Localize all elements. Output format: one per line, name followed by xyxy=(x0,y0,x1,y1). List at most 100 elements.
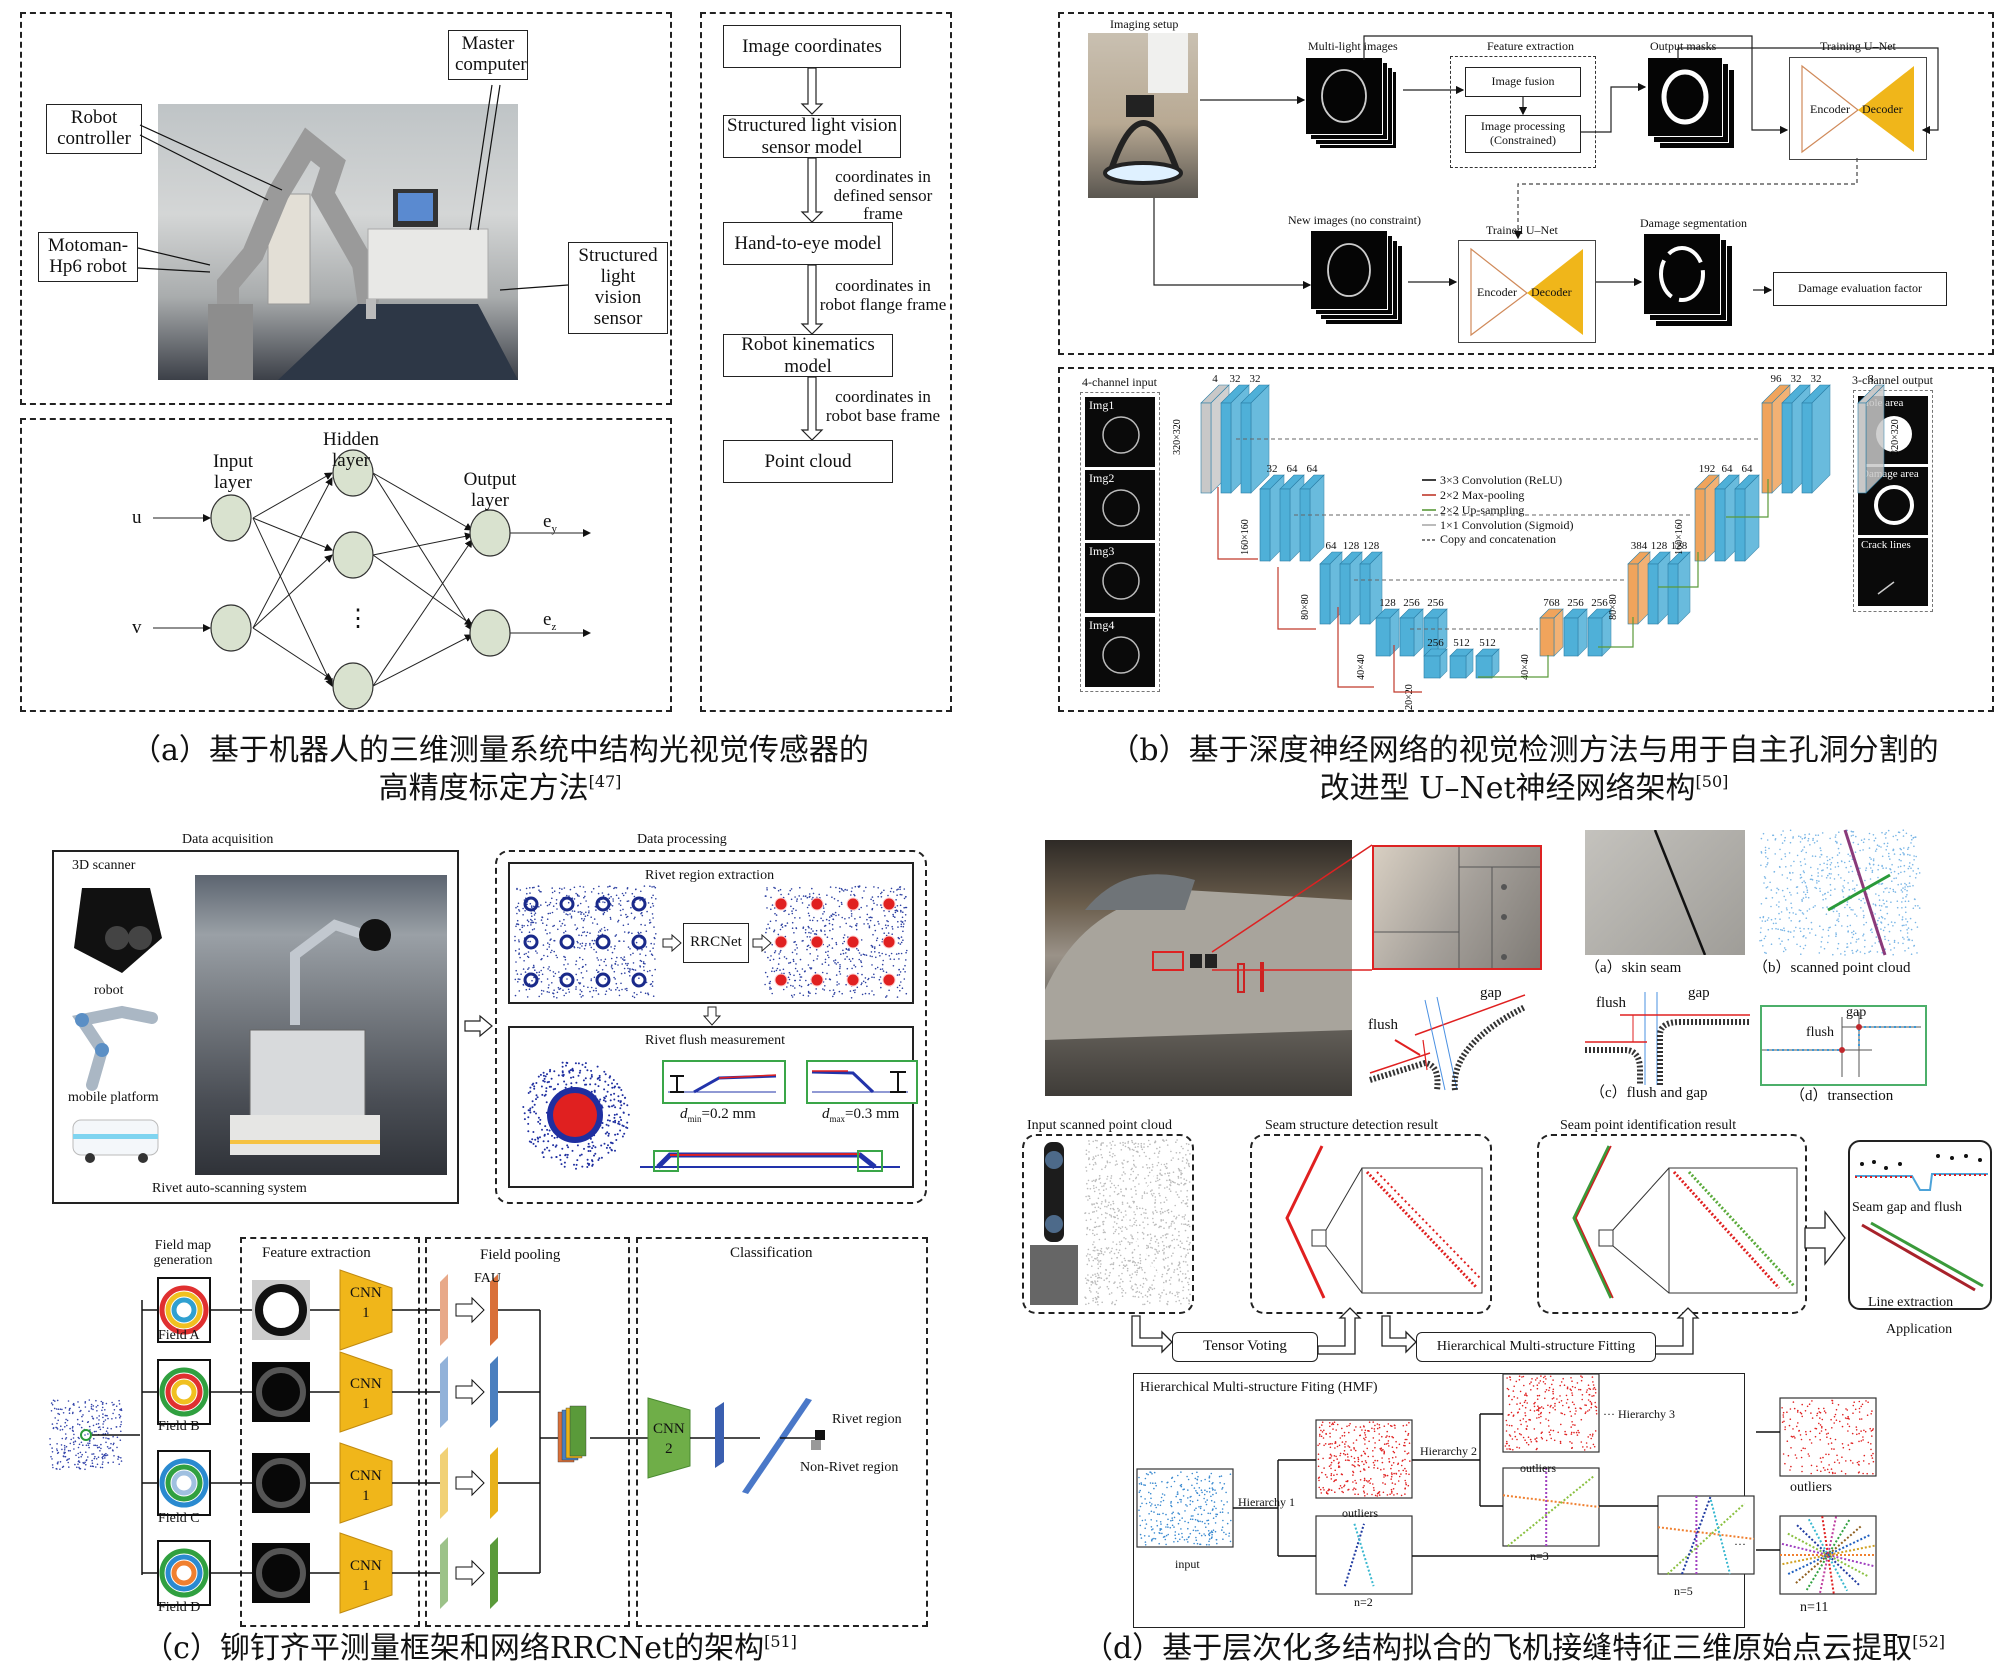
point xyxy=(829,978,831,980)
point xyxy=(524,910,526,912)
point xyxy=(1129,1149,1131,1151)
point xyxy=(98,1415,100,1417)
point xyxy=(1114,1191,1116,1193)
point xyxy=(1812,839,1814,841)
point xyxy=(1823,1408,1825,1410)
point xyxy=(1540,1412,1542,1414)
point xyxy=(1150,1294,1152,1296)
point xyxy=(1174,1534,1176,1536)
point xyxy=(1091,1256,1093,1258)
point xyxy=(1109,1214,1111,1216)
point xyxy=(1912,870,1914,872)
point xyxy=(1910,918,1912,920)
point xyxy=(1219,1476,1221,1478)
point xyxy=(877,967,879,969)
point xyxy=(1178,1176,1180,1178)
point xyxy=(572,1076,574,1078)
point xyxy=(120,1457,122,1459)
point xyxy=(1172,1234,1174,1236)
point xyxy=(1139,1291,1141,1293)
point xyxy=(649,970,651,972)
point xyxy=(1137,1262,1139,1264)
point xyxy=(854,918,856,920)
point xyxy=(1197,1543,1199,1545)
point xyxy=(1154,1206,1156,1208)
point xyxy=(1343,1453,1345,1455)
point xyxy=(1783,1412,1785,1414)
point xyxy=(627,968,629,970)
point xyxy=(793,959,795,961)
point xyxy=(540,970,542,972)
point xyxy=(1534,1402,1536,1404)
point xyxy=(527,1116,529,1118)
point xyxy=(1775,928,1777,930)
point xyxy=(1800,861,1802,863)
point xyxy=(1339,1488,1341,1490)
point xyxy=(1364,1492,1366,1494)
point xyxy=(899,985,901,987)
point xyxy=(1167,1144,1169,1146)
point xyxy=(1155,1241,1157,1243)
point xyxy=(1851,835,1853,837)
point xyxy=(1116,1300,1118,1302)
point xyxy=(609,897,611,899)
point xyxy=(561,1163,563,1165)
unet-legend-conv: 3×3 Convolution (ReLU) xyxy=(1440,474,1562,487)
point xyxy=(1124,1142,1126,1144)
point xyxy=(1811,879,1813,881)
point xyxy=(1899,914,1901,916)
point xyxy=(1155,1507,1157,1509)
point xyxy=(529,1091,531,1093)
point xyxy=(580,903,582,905)
point xyxy=(1101,1157,1103,1159)
point xyxy=(1109,1275,1111,1277)
point xyxy=(788,962,790,964)
point xyxy=(111,1402,113,1404)
rivet-marker xyxy=(561,898,573,910)
point xyxy=(1374,1431,1376,1433)
point xyxy=(623,895,625,897)
point xyxy=(1902,852,1904,854)
point xyxy=(541,981,543,983)
point xyxy=(1577,1430,1579,1432)
point xyxy=(578,1075,580,1077)
point xyxy=(1142,1149,1144,1151)
point xyxy=(1554,1440,1556,1442)
point xyxy=(1352,1489,1354,1491)
point xyxy=(1899,832,1901,834)
point xyxy=(1173,1541,1175,1543)
point xyxy=(1088,1195,1090,1197)
pool-in-1 xyxy=(440,1356,448,1428)
point xyxy=(1118,1185,1120,1187)
point xyxy=(622,1136,624,1138)
point xyxy=(1383,1476,1385,1478)
point xyxy=(1185,1254,1187,1256)
point xyxy=(1396,1447,1398,1449)
point xyxy=(611,1082,613,1084)
point xyxy=(1113,1203,1115,1205)
point xyxy=(1811,1442,1813,1444)
point xyxy=(1180,1246,1182,1248)
point xyxy=(1160,1521,1162,1523)
point xyxy=(1802,882,1804,884)
point xyxy=(1817,1470,1819,1472)
point xyxy=(1167,1526,1169,1528)
point xyxy=(583,985,585,987)
point xyxy=(1167,1265,1169,1267)
point xyxy=(652,954,654,956)
point xyxy=(1767,839,1769,841)
point xyxy=(1137,1232,1139,1234)
point xyxy=(1524,1402,1526,1404)
point xyxy=(1506,1424,1508,1426)
point xyxy=(626,965,628,967)
point xyxy=(1564,1434,1566,1436)
point xyxy=(1847,854,1849,856)
point xyxy=(1862,1439,1864,1441)
point xyxy=(607,929,609,931)
point xyxy=(1106,1206,1108,1208)
point xyxy=(1110,1208,1112,1210)
point xyxy=(840,973,842,975)
point xyxy=(1890,869,1892,871)
point xyxy=(595,990,597,992)
point xyxy=(639,965,641,967)
